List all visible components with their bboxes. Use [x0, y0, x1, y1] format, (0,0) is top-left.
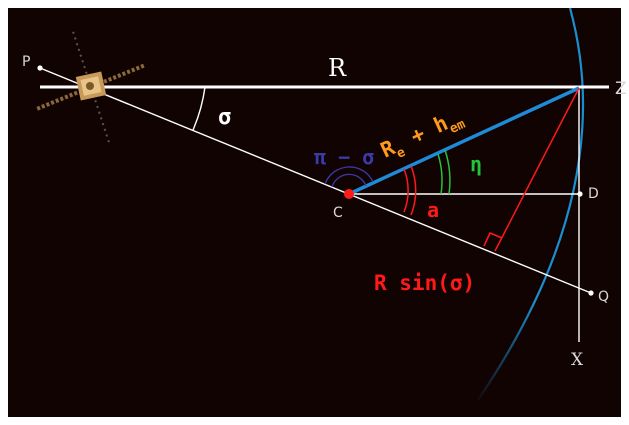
- point-label-z: Z: [615, 79, 627, 99]
- point-d-dot: [577, 191, 583, 197]
- angle-eta-arc-2: [444, 149, 451, 195]
- label-r-sin-sigma: R sin(σ): [374, 271, 475, 295]
- label-r: R: [328, 54, 347, 82]
- angle-pi-minus-sigma-arc-2: [324, 166, 374, 185]
- satellite-icon: [36, 31, 146, 143]
- angle-alpha-arc-1: [403, 168, 409, 213]
- point-label-x: X: [571, 350, 584, 370]
- label-sigma: σ: [218, 105, 231, 130]
- angle-sigma-arc: [192, 86, 206, 131]
- line-p-q: [39, 67, 592, 294]
- line-z-perpendicular: [494, 87, 580, 252]
- point-p-dot: [37, 65, 43, 71]
- right-angle-marker: [483, 232, 503, 247]
- point-q-dot: [588, 290, 594, 296]
- point-label-p: P: [22, 54, 30, 70]
- label-pi-minus-sigma: π − σ: [314, 145, 374, 169]
- label-eta: η: [470, 152, 482, 176]
- point-c-dot: [344, 189, 354, 199]
- angle-pi-minus-sigma-arc-1: [331, 173, 367, 188]
- line-c-z-slant-range: [348, 86, 580, 196]
- label-alpha: a: [427, 198, 439, 222]
- point-label-d: D: [588, 186, 599, 202]
- point-label-c: C: [333, 205, 343, 221]
- angle-eta-arc-1: [437, 153, 443, 195]
- angle-alpha-arc-2: [410, 165, 417, 216]
- point-label-q: Q: [598, 289, 609, 305]
- earth-limb-arc: [477, 7, 585, 401]
- label-hem-subscript: em: [447, 117, 468, 137]
- diagram-background: [8, 8, 621, 417]
